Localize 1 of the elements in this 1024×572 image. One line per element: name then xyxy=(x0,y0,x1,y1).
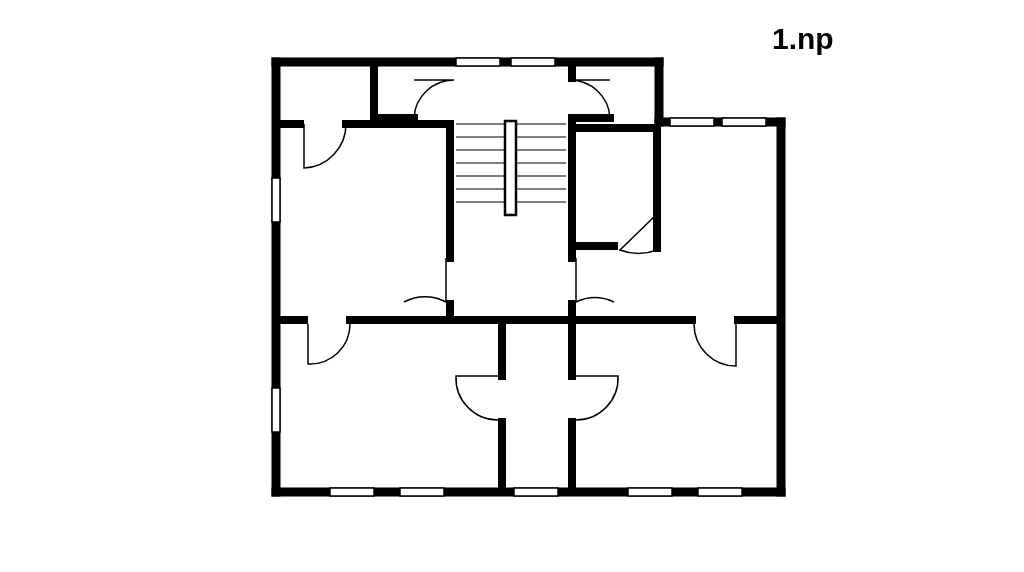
floor-title: 1.np xyxy=(772,22,834,56)
